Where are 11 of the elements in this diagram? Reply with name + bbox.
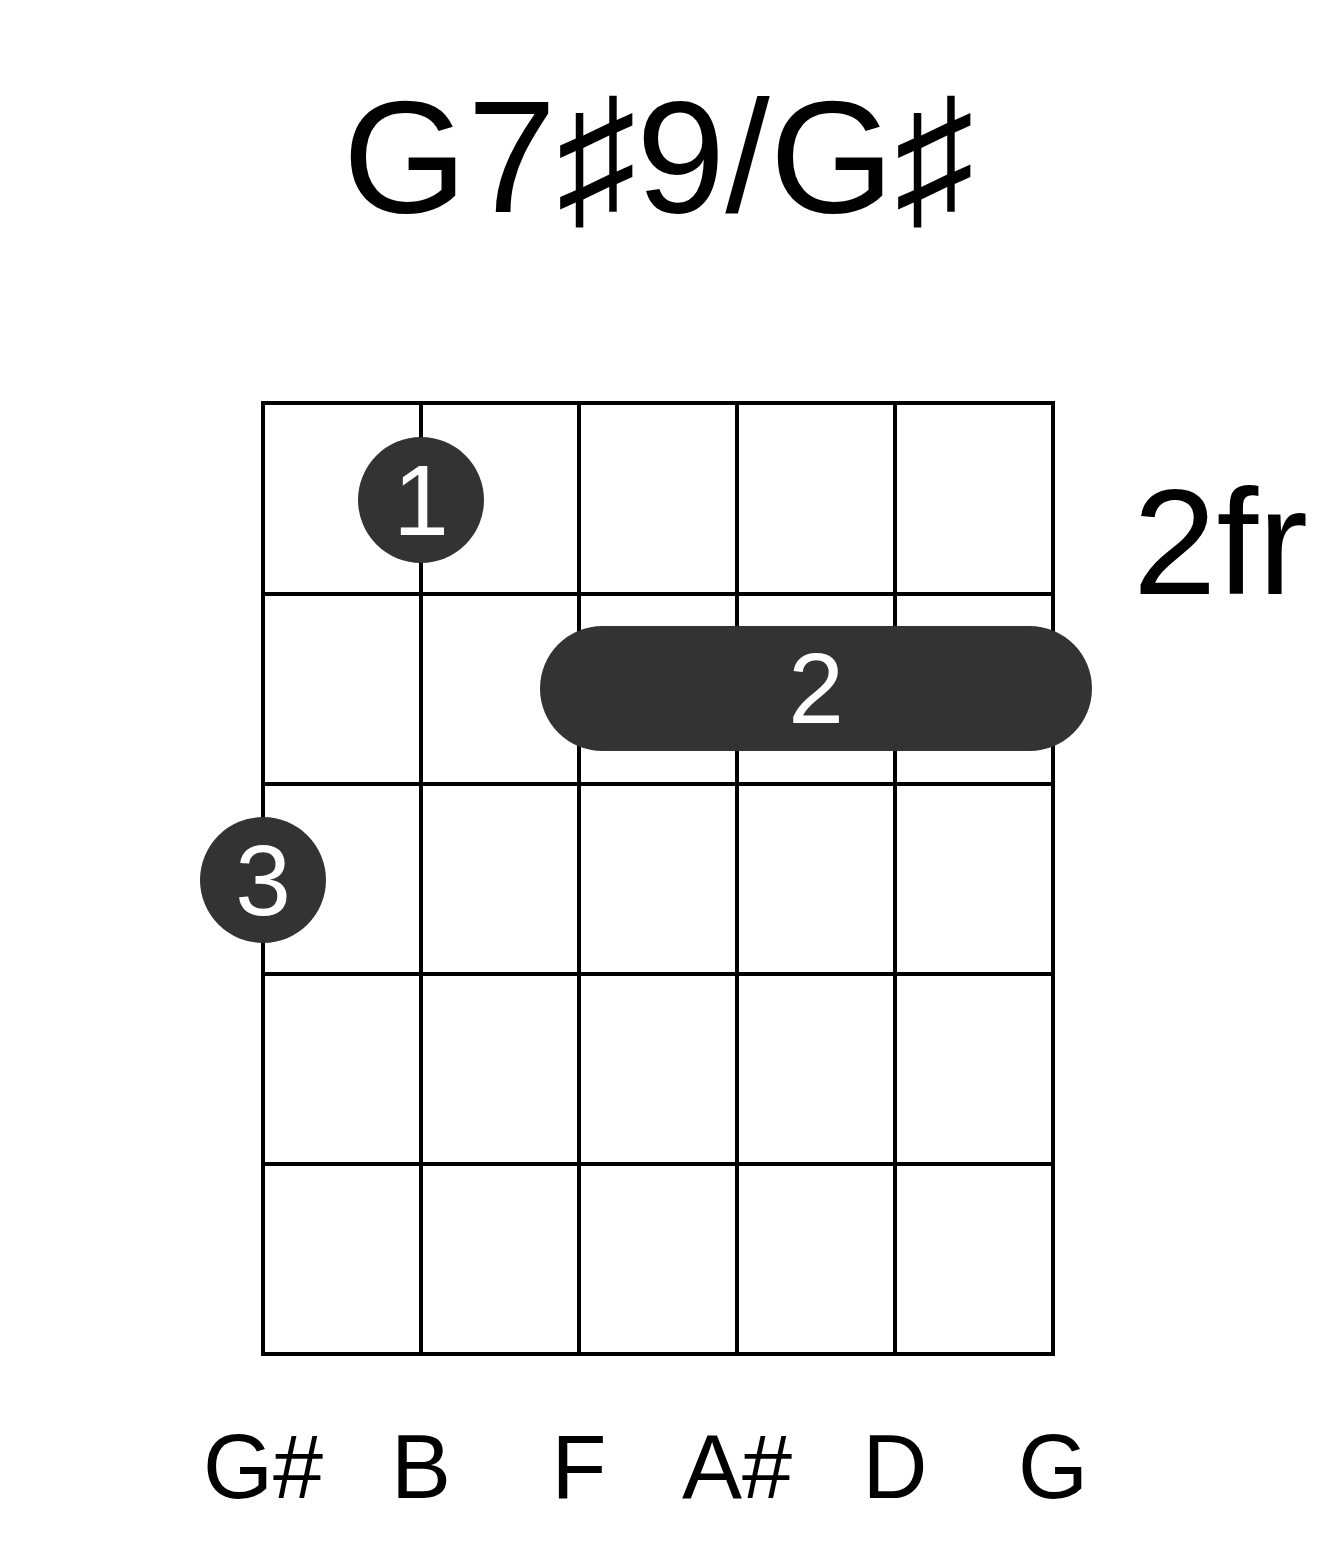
finger-number: 3	[235, 830, 291, 930]
finger-number: 1	[393, 450, 449, 550]
string-note-label: G	[1018, 1422, 1088, 1512]
chord-title: G7♯9/G♯	[342, 77, 975, 237]
fret-position-label: 2fr	[1133, 467, 1309, 617]
string-note-label: D	[862, 1422, 928, 1512]
string-note-label: G#	[202, 1422, 324, 1512]
finger-number: 2	[788, 638, 844, 738]
string-note-label: F	[551, 1422, 607, 1512]
string-note-label: B	[391, 1422, 451, 1512]
string-note-label: A#	[681, 1422, 793, 1512]
